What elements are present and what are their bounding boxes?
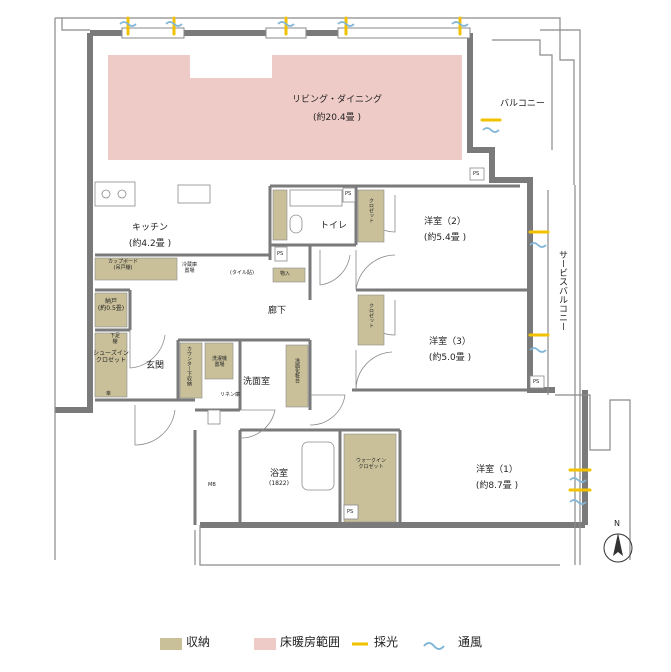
corridor-storage-label: 物入 xyxy=(280,271,291,277)
legend-storage: 収納 xyxy=(186,634,210,650)
bathroom-label: 浴室 (1822) xyxy=(264,468,294,487)
corridor-label: 廊下 xyxy=(268,306,287,316)
wind-markers xyxy=(119,21,587,505)
legend-wind: 通風 xyxy=(458,634,482,650)
kitchen-name: キッチン xyxy=(131,223,168,233)
storeroom-label: 納戸 (約0.5畳) xyxy=(96,298,126,312)
legend-wind-label: 通風 xyxy=(458,635,483,649)
umbrella-label: 傘 xyxy=(106,391,112,397)
closet3-label: クロゼット xyxy=(368,303,374,328)
closet2-label: クロゼット xyxy=(368,198,374,223)
wind-icon xyxy=(423,642,445,650)
ps-box xyxy=(207,409,221,425)
bathtub-icon xyxy=(301,441,335,491)
storage-corridor xyxy=(272,267,306,283)
toilet-storage xyxy=(272,189,288,241)
toilet-bowl-icon xyxy=(289,214,303,234)
room2-label: 洋室（2） (約5.4畳 ) xyxy=(418,216,472,244)
entrance-label: 玄関 xyxy=(146,361,165,371)
ps-corridor-label: PS xyxy=(277,251,284,257)
counter-storage xyxy=(179,342,203,399)
fixtures xyxy=(94,167,545,520)
closet-room3 xyxy=(357,294,385,346)
legend-heating: 床暖房範囲 xyxy=(280,634,340,650)
kitchen-size: (約4.2畳 ) xyxy=(128,239,172,249)
storeroom-size: (約0.5畳) xyxy=(97,305,125,312)
ps-box xyxy=(529,375,545,389)
bathroom-name: 浴室 xyxy=(269,469,288,479)
ps-bath-label: PS xyxy=(347,509,354,515)
north-arrow-icon xyxy=(603,533,633,563)
living-label: リビング・ダイニング (約20.4畳 ) xyxy=(282,94,392,124)
service-balcony-label: サービスバルコニー xyxy=(557,250,567,331)
light-markers xyxy=(126,16,592,492)
legend-light: 採光 xyxy=(374,634,398,650)
ps-balcony-label: PS xyxy=(473,171,480,177)
stove-burner-icon xyxy=(117,189,127,199)
room2-size: (約5.4畳 ) xyxy=(423,233,467,243)
cupboard-label: カップボード (吊戸棚) xyxy=(108,259,139,271)
legend-light-label: 採光 xyxy=(374,635,399,649)
vanity-label: 洗面化粧台 xyxy=(294,358,300,383)
linen-label: リネン庫 xyxy=(220,392,241,398)
room1-name: 洋室（1） xyxy=(476,465,518,475)
ps-box xyxy=(469,167,485,181)
kitchen-counter xyxy=(94,181,136,207)
fridge-label: 冷蔵庫 置場 xyxy=(182,262,198,274)
shelf-label: 下足 棚 xyxy=(110,333,121,345)
bathroom-size: (1822) xyxy=(269,480,289,487)
storeroom xyxy=(94,292,128,328)
room3-name: 洋室（3） xyxy=(429,337,471,347)
room1-label: 洋室（1） (約8.7畳 ) xyxy=(470,464,524,492)
stove-burner-icon xyxy=(101,189,111,199)
washroom-shelf xyxy=(204,342,234,380)
exterior-frame xyxy=(54,17,631,566)
kitchen-label: キッチン (約4.2畳 ) xyxy=(120,222,180,250)
ps-box xyxy=(343,504,359,520)
north-label: N xyxy=(614,519,620,528)
ps-service-label: PS xyxy=(533,379,540,385)
vanity-storage xyxy=(285,344,309,408)
legend-graphics xyxy=(160,638,445,650)
counter-label: カウンター下収納 xyxy=(186,346,192,386)
storeroom-name: 納戸 xyxy=(104,298,117,305)
ps-toilet-label: PS xyxy=(345,191,352,197)
cupboard xyxy=(94,257,178,281)
heating-swatch xyxy=(254,638,276,650)
living-name: リビング・ダイニング xyxy=(291,95,382,105)
ps-box xyxy=(274,246,288,262)
room1-size: (約8.7畳 ) xyxy=(475,481,519,491)
room3-size: (約5.0畳 ) xyxy=(428,353,472,363)
floor-heating-area xyxy=(108,55,462,160)
shoes-closet-label: シューズイン クロゼット xyxy=(93,350,129,364)
walkin-closet-label: ウォークイン クロゼット xyxy=(355,458,386,470)
shoes-closet xyxy=(94,332,128,398)
legend-heating-label: 床暖房範囲 xyxy=(280,635,341,649)
kitchen-sink xyxy=(177,184,211,204)
toilet-label: トイレ xyxy=(320,221,348,231)
balcony-label: バルコニー xyxy=(500,99,545,109)
tile-label: (タイル貼) xyxy=(230,270,254,276)
washer-label: 洗濯機 置場 xyxy=(212,356,228,368)
ps-box xyxy=(342,187,356,203)
closet-room2 xyxy=(357,189,385,243)
washroom-label: 洗面室 xyxy=(243,377,271,387)
room3-label: 洋室（3） (約5.0畳 ) xyxy=(423,336,477,364)
living-size: (約20.4畳 ) xyxy=(313,113,361,123)
mb-label: MB xyxy=(208,482,216,488)
storage-swatch xyxy=(160,638,182,650)
room2-name: 洋室（2） xyxy=(424,217,466,227)
interior-walls xyxy=(95,184,530,525)
legend-storage-label: 収納 xyxy=(186,635,211,649)
toilet-counter xyxy=(289,189,343,207)
